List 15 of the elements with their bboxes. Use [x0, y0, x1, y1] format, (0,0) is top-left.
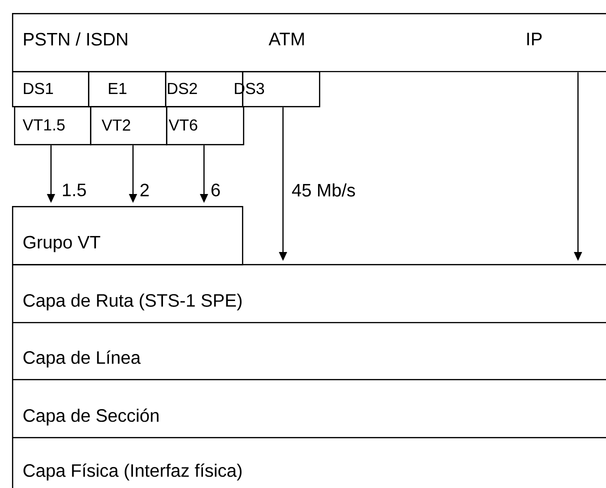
- edge-label: 6: [210, 182, 222, 198]
- edge-label: 45 Mb/s: [290, 182, 357, 198]
- edge-label: 1.5: [60, 182, 88, 198]
- signal-box: VT2: [90, 106, 168, 146]
- layer-box: Capa Física (Interfaz física): [12, 436, 606, 488]
- layer-box: Capa de Línea: [12, 322, 606, 380]
- network-box: PSTN / ISDN ATM IP: [12, 13, 606, 72]
- signal-box: E1: [88, 71, 166, 108]
- layer-box: Capa de Sección: [12, 378, 606, 438]
- layer-box: Capa de Ruta (STS-1 SPE): [12, 264, 606, 324]
- signal-box: DS1: [12, 71, 90, 108]
- signal-box: VT1.5: [14, 106, 92, 146]
- layer-box: Grupo VT: [12, 206, 244, 266]
- signal-box: VT6: [166, 106, 244, 146]
- edge-label: 2: [138, 182, 151, 198]
